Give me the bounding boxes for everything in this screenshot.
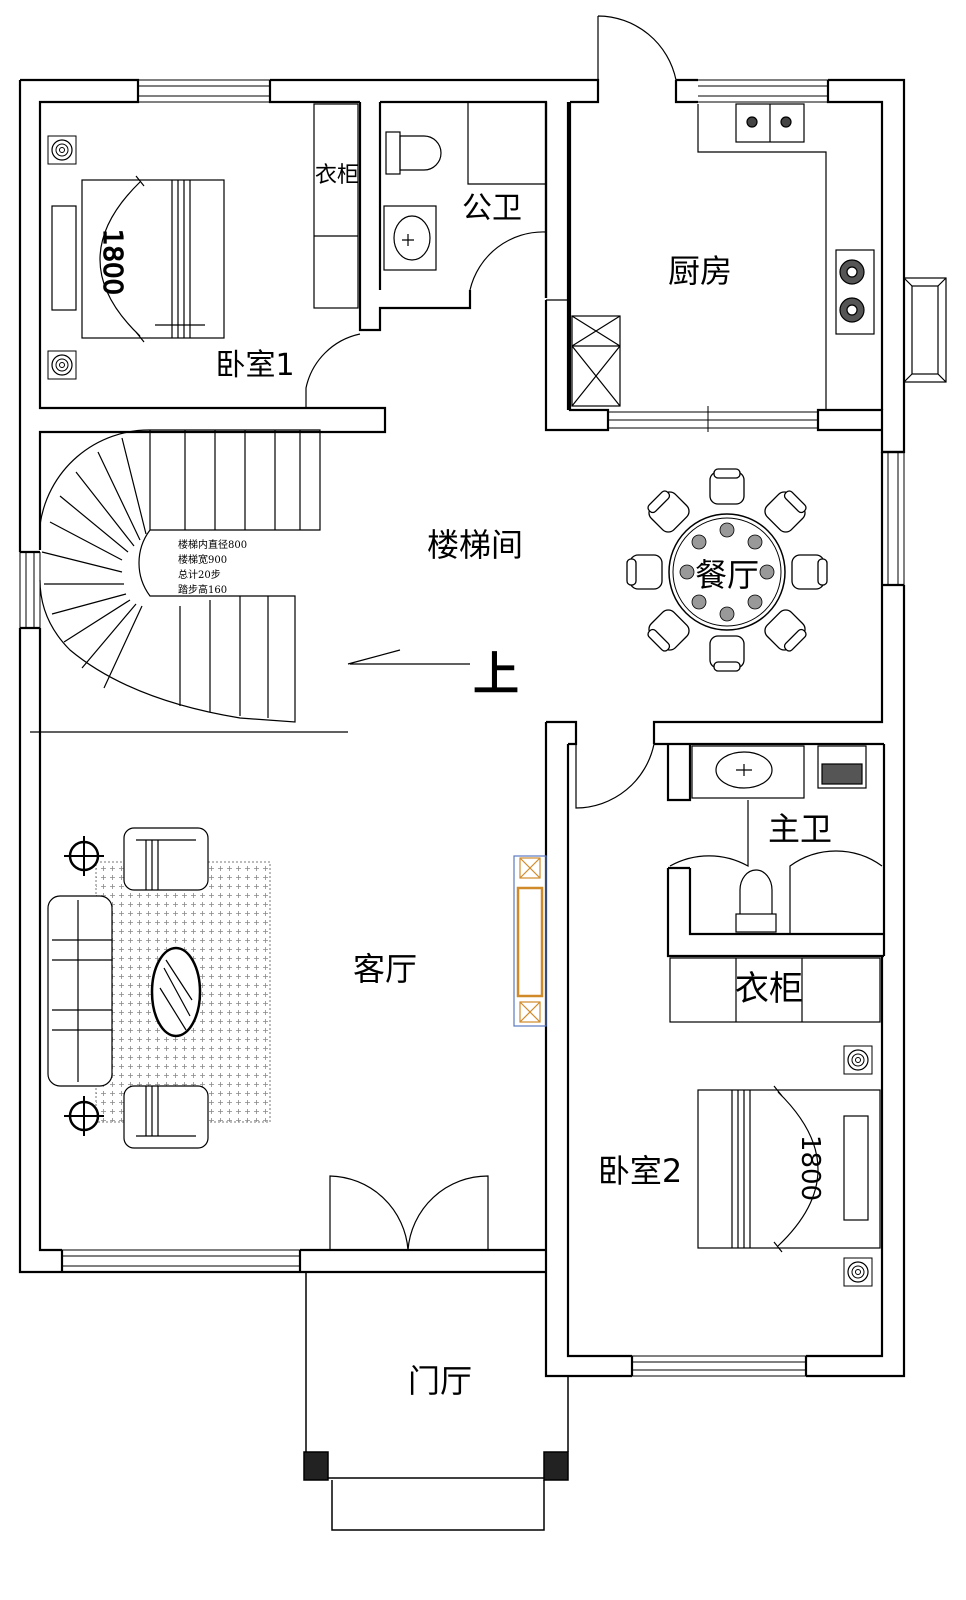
toilet-tank-icon	[735, 913, 777, 933]
stove-icon	[835, 249, 875, 335]
chair-icon	[709, 635, 745, 672]
bedroom1-label: 卧室1	[215, 348, 294, 383]
stair-note-4: 踏步高160	[178, 583, 227, 596]
bedroom1-furniture: 1800	[47, 103, 359, 380]
kitchen-partition	[608, 406, 818, 432]
foyer	[303, 1272, 569, 1531]
fridge-icon	[571, 315, 621, 407]
lamp-icon	[47, 135, 77, 165]
bed-size-label: 1800	[97, 229, 127, 295]
toilet-icon	[739, 869, 773, 914]
wardrobe2-label: 衣柜	[735, 969, 803, 1009]
armchair-icon	[123, 827, 209, 891]
crosshair-lamp-icon	[64, 836, 104, 1136]
armchair-icon	[123, 1085, 209, 1149]
wardrobe1-label: 衣柜	[315, 163, 359, 188]
toilet-icon	[399, 135, 442, 171]
bedroom2-label: 卧室2	[598, 1152, 682, 1190]
stair-note-2: 楼梯宽900	[178, 553, 227, 566]
public-bath-label: 公卫	[462, 191, 522, 226]
lamp-icon	[843, 1257, 873, 1287]
living-label: 客厅	[353, 950, 417, 988]
wardrobe-icon	[669, 957, 881, 1023]
bed-size-label: 1800	[795, 1135, 825, 1201]
stairwell-label: 楼梯间	[427, 526, 523, 564]
bedroom2-furniture: 1800	[669, 957, 881, 1287]
kitchen-fixtures	[571, 103, 947, 410]
foyer-label: 门厅	[408, 1362, 472, 1400]
stair-up-label: 上	[473, 647, 519, 701]
spiral-stair	[30, 429, 470, 733]
master-bath-fixtures	[691, 745, 867, 933]
stair-note-3: 总计20步	[178, 568, 221, 581]
chair-icon	[761, 606, 812, 657]
sink-counter	[383, 205, 437, 271]
sink-icon	[393, 215, 431, 261]
washer-icon	[817, 745, 867, 789]
stair-note-1: 楼梯内直径800	[178, 538, 247, 551]
dining-label: 餐厅	[695, 556, 759, 594]
public-bath-fixtures	[383, 131, 442, 271]
toilet-tank-icon	[385, 131, 401, 175]
tv-cabinet-icon	[513, 855, 547, 1027]
chair-icon	[642, 606, 693, 657]
flue-box	[903, 277, 947, 383]
kitchen-label: 厨房	[668, 252, 732, 290]
chair-icon	[709, 468, 745, 505]
sofa-icon	[47, 895, 113, 1087]
chair-icon	[642, 485, 693, 536]
chair-icon	[626, 554, 663, 590]
dining-table	[626, 468, 828, 672]
lamp-icon	[47, 350, 77, 380]
sink-icon	[715, 751, 773, 789]
lamp-icon	[843, 1045, 873, 1075]
coffee-table-icon	[150, 946, 202, 1038]
chair-icon	[791, 554, 828, 590]
chair-icon	[761, 485, 812, 536]
master-bath-label: 主卫	[768, 810, 832, 848]
living-furniture	[47, 827, 547, 1149]
doors	[305, 15, 883, 1251]
